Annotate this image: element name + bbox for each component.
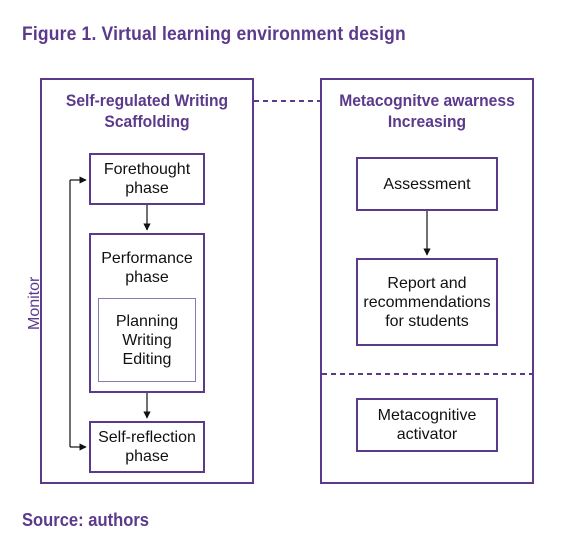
step-writing: Writing <box>122 331 172 349</box>
performance-line1: Performance <box>101 250 193 267</box>
step-planning: Planning <box>115 312 179 330</box>
right-panel-title: Metacognitve awarness Increasing <box>330 90 523 132</box>
report-line3: for students <box>385 312 469 330</box>
step-editing: Editing <box>122 350 172 368</box>
right-panel-title-line2: Increasing <box>387 112 467 131</box>
left-panel-title: Self-regulated Writing Scaffolding <box>50 90 243 132</box>
self-reflection-line1: Self-reflection <box>98 429 196 446</box>
activator-line1: Metacognitive <box>377 407 477 424</box>
metacognitive-activator-box: Metacognitive activator <box>356 398 498 452</box>
report-box: Report and recommendations for students <box>356 258 498 346</box>
source-caption: Source: authors <box>22 510 149 530</box>
forethought-line1: Forethought <box>103 161 191 178</box>
performance-line2: phase <box>125 269 169 286</box>
assessment-label: Assessment <box>383 175 471 193</box>
left-panel-title-line1: Self-regulated Writing <box>65 91 229 110</box>
forethought-line2: phase <box>125 180 169 197</box>
self-regulated-panel: Self-regulated Writing Scaffolding <box>40 78 254 484</box>
performance-steps-box: Planning Writing Editing <box>98 298 196 382</box>
report-line1: Report and <box>387 274 467 292</box>
self-reflection-phase-box: Self-reflection phase <box>89 421 205 473</box>
figure-title: Figure 1. Virtual learning environment d… <box>22 24 406 45</box>
forethought-phase-box: Forethought phase <box>89 153 205 205</box>
right-panel-title-line1: Metacognitve awarness <box>339 91 515 110</box>
self-reflection-line2: phase <box>125 448 169 465</box>
assessment-box: Assessment <box>356 157 498 211</box>
activator-line2: activator <box>396 426 458 443</box>
performance-phase-box: Performance phase <box>89 233 205 393</box>
metacognitive-panel: Metacognitve awarness Increasing <box>320 78 534 484</box>
report-line2: recommendations <box>363 293 491 311</box>
left-panel-title-line2: Scaffolding <box>104 112 190 131</box>
